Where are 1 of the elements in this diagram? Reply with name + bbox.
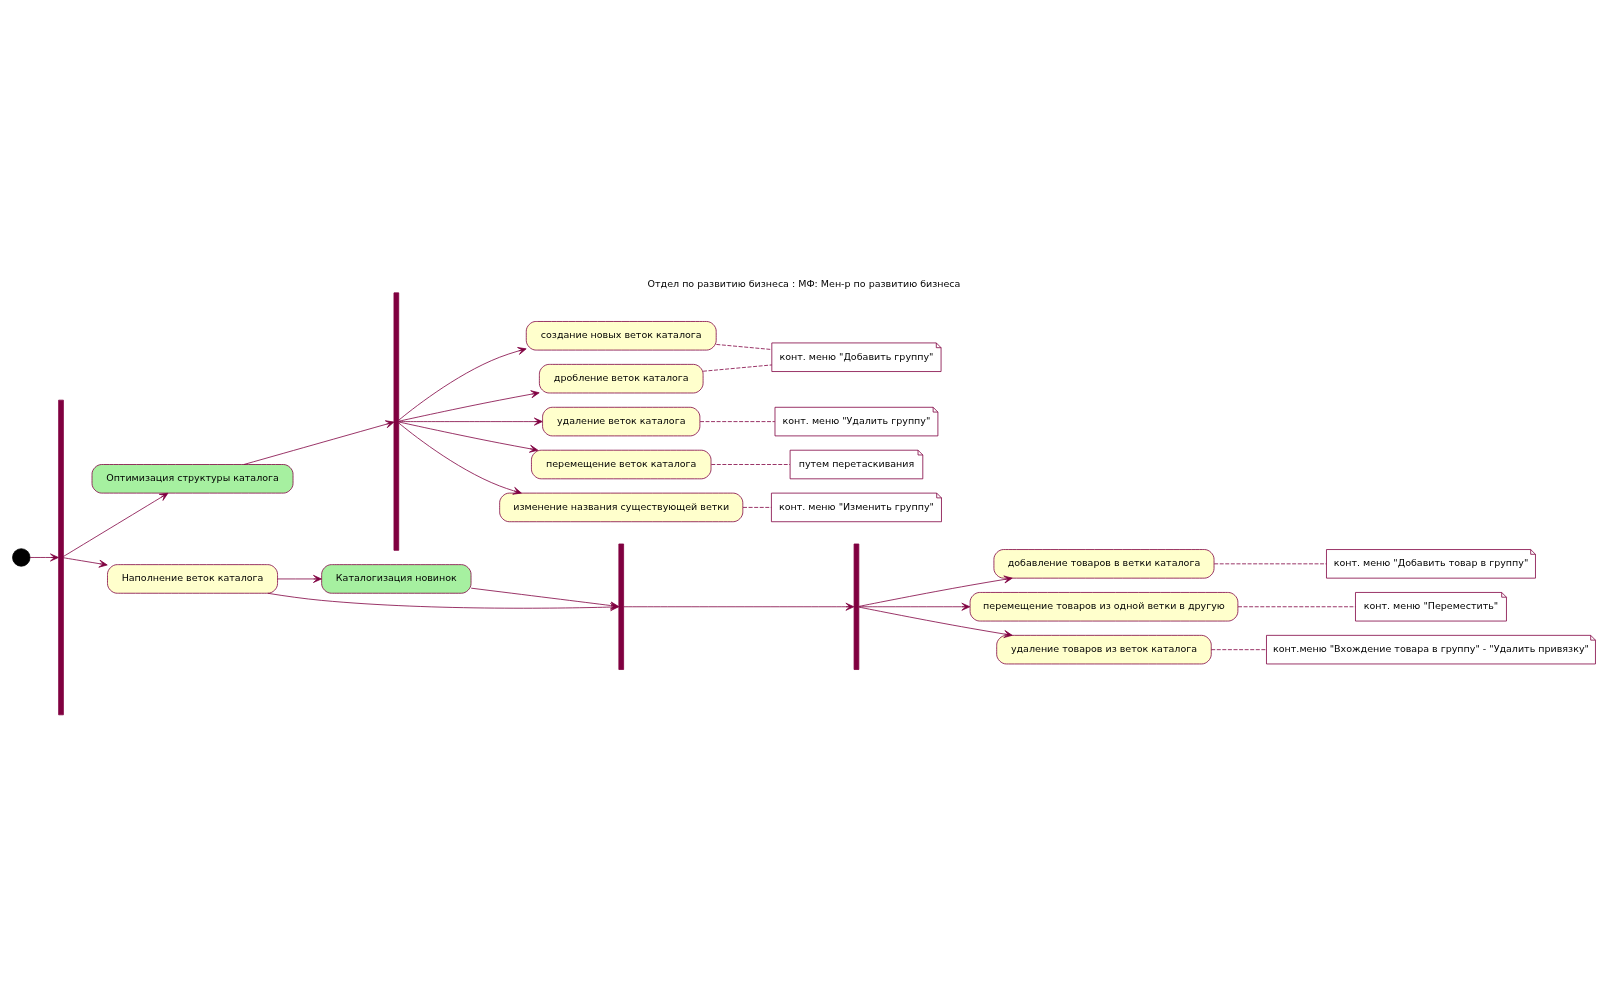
diagram-title: Отдел по развитию бизнеса : МФ: Мен-р по развитию бизнеса — [647, 277, 961, 289]
